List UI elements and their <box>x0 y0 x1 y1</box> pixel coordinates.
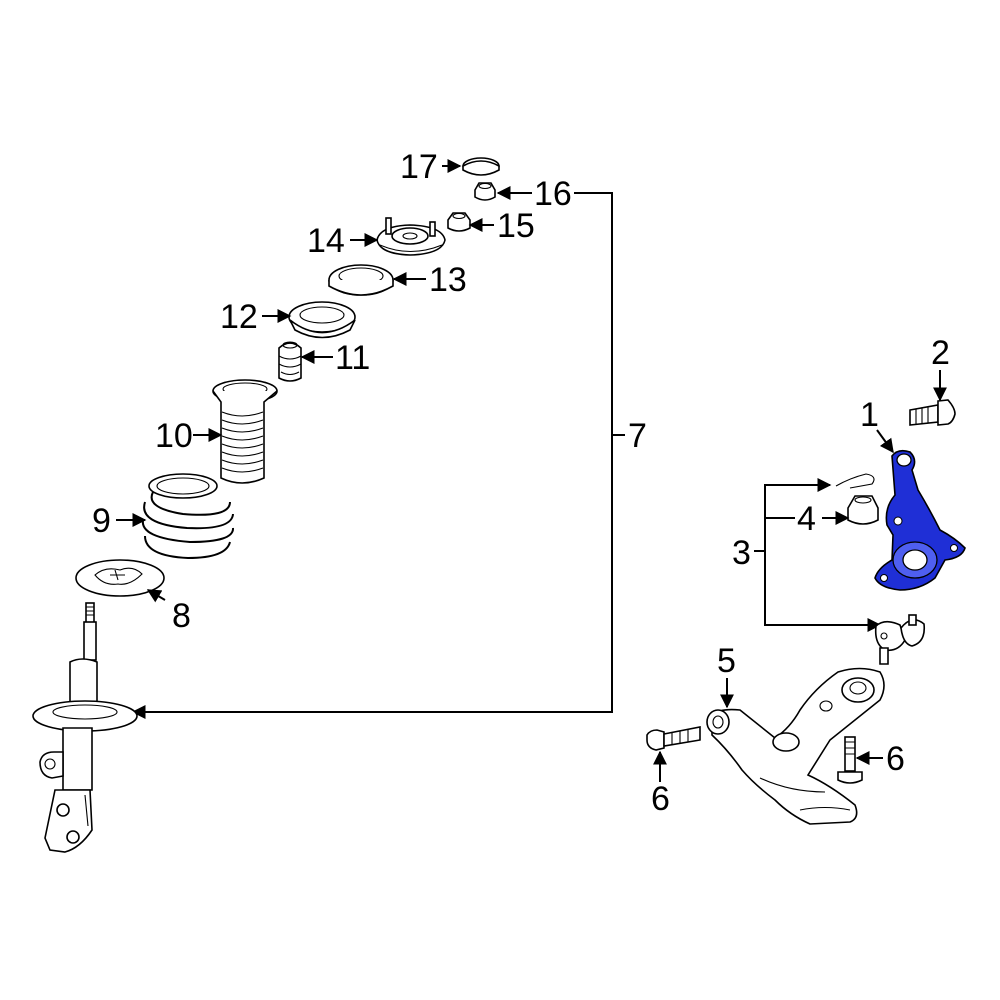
part-8-insulator <box>75 559 165 597</box>
ball-joint <box>874 614 926 665</box>
leader-arrows <box>116 159 947 782</box>
callout-6-left: 6 <box>651 780 670 818</box>
part-15-nut <box>447 212 471 232</box>
part-17-cap <box>462 157 500 176</box>
part-11-bump-stop <box>278 341 302 382</box>
callout-16: 16 <box>534 175 572 213</box>
callout-14: 14 <box>307 222 345 260</box>
part-2-bolt <box>909 399 956 426</box>
callout-8: 8 <box>172 597 191 635</box>
part-13-bearing <box>328 264 394 296</box>
callout-3: 3 <box>732 534 751 572</box>
callout-12: 12 <box>220 298 258 336</box>
callout-7: 7 <box>628 417 647 455</box>
part-16-nut <box>474 182 496 201</box>
callout-13: 13 <box>429 261 467 299</box>
callout-5: 5 <box>717 642 736 680</box>
part-9-coil-spring <box>141 473 234 560</box>
callout-labels: 17 16 15 14 13 12 11 10 9 8 7 2 1 4 3 5 … <box>92 148 950 818</box>
part-4-nut <box>847 495 879 525</box>
callout-2: 2 <box>931 334 950 372</box>
part-12-upper-seat <box>288 301 356 339</box>
part-5-control-arm <box>706 667 885 825</box>
part-6-bolt-left <box>646 726 701 751</box>
callout-9: 9 <box>92 502 111 540</box>
callout-17: 17 <box>400 148 438 186</box>
part-1-steering-knuckle <box>874 449 966 591</box>
callout-1: 1 <box>860 396 879 434</box>
callout-15: 15 <box>497 207 535 245</box>
part-14-strut-mount <box>376 217 446 256</box>
callout-10: 10 <box>155 417 193 455</box>
bracket-7 <box>131 192 625 719</box>
part-10-dust-boot <box>212 379 278 484</box>
callout-6-right: 6 <box>886 740 905 778</box>
bracket-3 <box>754 478 882 632</box>
cotter-pin <box>835 473 875 489</box>
callout-4: 4 <box>797 500 816 538</box>
callout-11: 11 <box>335 339 370 377</box>
strut-shock-absorber <box>32 602 138 853</box>
part-6-bolt-right <box>837 736 863 784</box>
